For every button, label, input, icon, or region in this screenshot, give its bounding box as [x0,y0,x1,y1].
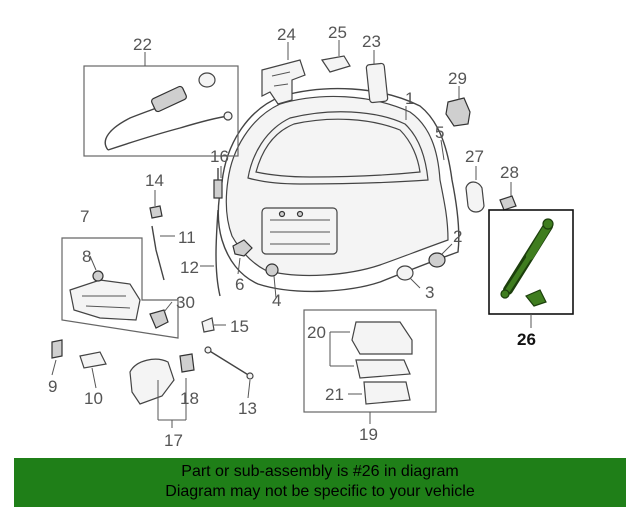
callout-7: 7 [80,207,89,226]
rod-part-13 [207,349,251,377]
part-14 [149,205,163,219]
callout-16: 16 [210,147,229,166]
part-10 [79,351,107,369]
callout-24: 24 [277,25,296,44]
clip-part-25 [320,55,351,73]
weatherstrip-part-5 [217,87,460,293]
bolt-part-28 [499,195,517,211]
callout-30: 30 [176,293,195,312]
callout-3: 3 [425,283,434,302]
leader-lines [51,40,532,428]
callout-18: 18 [180,389,199,408]
part-27 [465,181,485,213]
callout-2: 2 [453,227,462,246]
callout-10: 10 [84,389,103,408]
latch-part-8 [69,279,141,321]
part-2 [428,252,446,268]
hinge-part-24 [261,59,306,105]
box-part-22 [83,65,239,157]
part-9 [51,339,63,359]
callout-13: 13 [238,399,257,418]
highlighted-part-26 [488,209,574,315]
callout-14: 14 [145,171,164,190]
callout-4: 4 [272,291,281,310]
callout-21: 21 [325,385,344,404]
part-17 [129,358,175,405]
box-part-7 [61,237,179,339]
part-6 [232,239,253,257]
pad-part-23 [365,62,389,104]
callout-27: 27 [465,147,484,166]
part-18 [179,353,195,373]
part-4 [265,263,279,277]
callout-5: 5 [435,123,444,142]
rod-part-11 [151,225,165,281]
callout-17: 17 [164,431,183,450]
part-20 [351,321,413,355]
part-21 [363,381,411,405]
part-15 [201,317,215,333]
callout-26: 26 [517,330,536,349]
callout-20: 20 [307,323,326,342]
info-banner-line-1: Part or sub-assembly is #26 in diagram [181,463,459,480]
part-30 [149,309,169,329]
callout-11: 11 [178,228,196,247]
info-banner: Part or sub-assembly is #26 in diagram D… [14,458,626,507]
part-3 [396,265,414,281]
parts-diagram: 1 2 3 4 5 6 7 8 9 10 11 12 13 14 15 16 1… [48,23,574,450]
callout-19: 19 [359,425,378,444]
callout-9: 9 [48,377,57,396]
callout-8: 8 [82,247,91,266]
callout-28: 28 [500,163,519,182]
callout-23: 23 [362,32,381,51]
callout-29: 29 [448,69,467,88]
callout-25: 25 [328,23,347,42]
info-banner-line-2: Diagram may not be specific to your vehi… [165,483,475,500]
bolt-part-16 [213,179,223,199]
callout-6: 6 [235,275,244,294]
callout-1: 1 [405,89,414,108]
callout-15: 15 [230,317,249,336]
bracket-part-29 [445,97,471,127]
callout-12: 12 [180,258,199,277]
tailgate-part-1 [225,95,449,277]
callout-22: 22 [133,35,152,54]
